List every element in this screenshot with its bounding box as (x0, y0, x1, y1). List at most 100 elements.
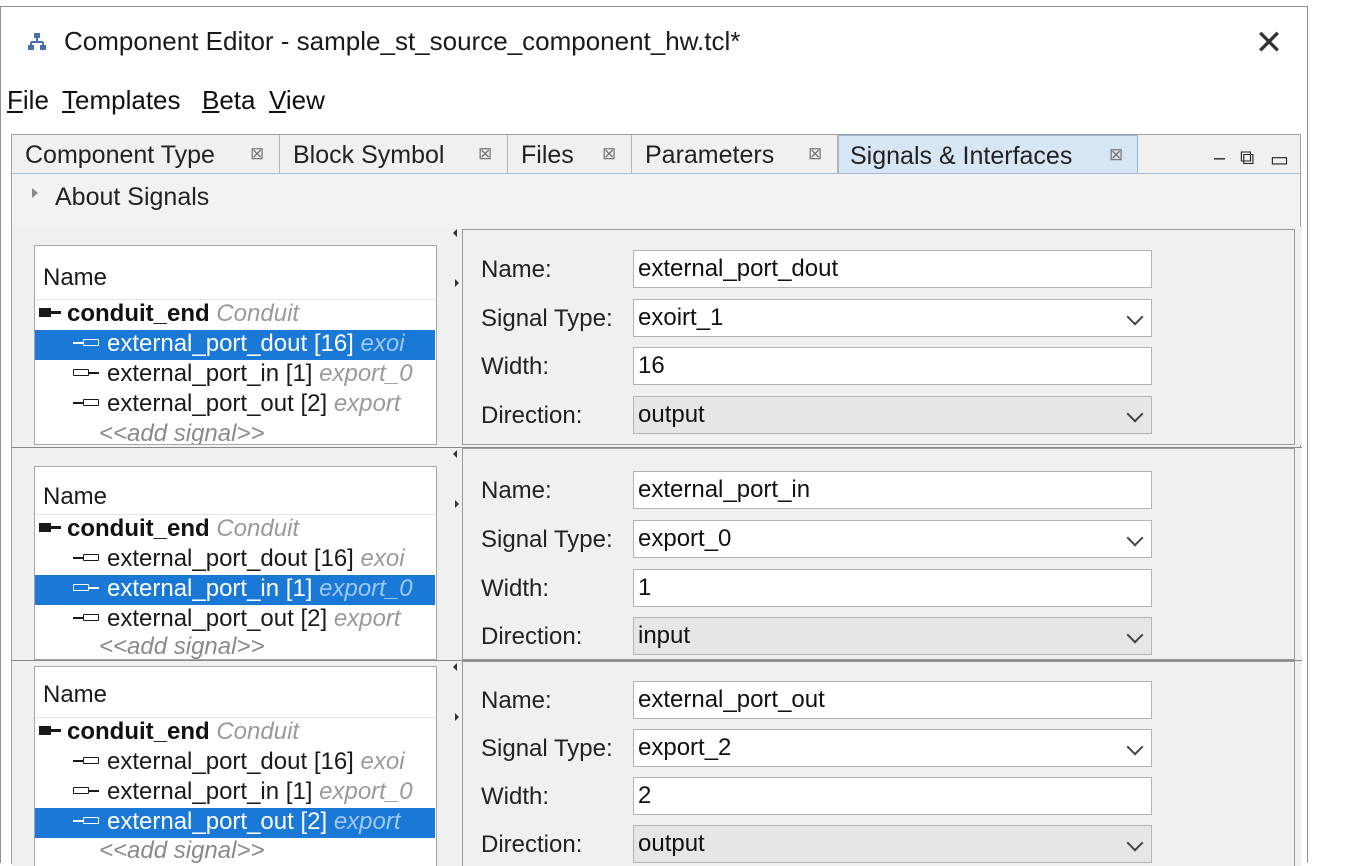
tab-close-icon[interactable]: ⊠ (808, 144, 823, 163)
menu-templates[interactable]: Templates (62, 85, 181, 115)
signal-properties: Name: external_port_in Signal Type: expo… (462, 448, 1295, 660)
column-header-name: Name (43, 264, 108, 291)
chevron-down-icon[interactable] (1126, 405, 1144, 423)
input-port-icon (73, 785, 101, 797)
signals-panel: Name conduit_end Conduit external_port_d… (12, 447, 1302, 660)
signal-properties: Name: external_port_out Signal Type: exp… (462, 661, 1295, 866)
header-divider (35, 717, 436, 718)
tab-close-icon[interactable]: ⊠ (250, 144, 265, 163)
signal-row[interactable]: external_port_out [2] export (35, 390, 435, 420)
minimize-view-icon[interactable]: – (1214, 147, 1226, 169)
output-port-icon (73, 337, 101, 349)
splitter-handle[interactable] (452, 448, 459, 660)
direction-combo[interactable]: input (633, 617, 1152, 655)
signal-tree: Name conduit_end Conduit external_port_d… (34, 666, 437, 866)
name-field[interactable]: external_port_in (633, 471, 1152, 509)
chevron-down-icon[interactable] (1126, 308, 1144, 326)
tab-component-type[interactable]: Component Type ⊠ (12, 135, 280, 173)
signal-row[interactable]: external_port_in [1] export_0 (35, 575, 435, 605)
signals-panel: Name conduit_end Conduit external_port_d… (12, 660, 1302, 866)
signal-properties: Name: external_port_dout Signal Type: ex… (462, 229, 1295, 445)
tab-block-symbol[interactable]: Block Symbol ⊠ (280, 135, 508, 173)
tab-close-icon[interactable]: ⊠ (602, 144, 617, 163)
about-signals-label: About Signals (55, 183, 210, 211)
signal-tree: Name conduit_end Conduit external_port_d… (34, 466, 437, 660)
close-icon[interactable]: ✕ (1254, 24, 1284, 62)
direction-label: Direction: (481, 402, 583, 429)
signal-type-combo[interactable]: export_2 (633, 729, 1152, 767)
input-port-icon (73, 367, 101, 379)
signal-row[interactable]: external_port_in [1] export_0 (35, 778, 435, 808)
title-bar: Component Editor - sample_st_source_comp… (1, 7, 1307, 77)
menu-view[interactable]: View (269, 85, 325, 115)
interface-icon (39, 522, 61, 534)
chevron-down-icon[interactable] (1126, 529, 1144, 547)
splitter-handle[interactable] (452, 661, 459, 866)
name-label: Name: (481, 687, 552, 714)
detach-view-icon[interactable]: ⧉ (1240, 147, 1255, 169)
interface-row[interactable]: conduit_end Conduit (35, 300, 435, 330)
interface-row[interactable]: conduit_end Conduit (35, 515, 435, 545)
output-port-icon (73, 612, 101, 624)
interface-row[interactable]: conduit_end Conduit (35, 718, 435, 748)
signal-row[interactable]: external_port_in [1] export_0 (35, 360, 435, 390)
column-header-name: Name (43, 483, 108, 510)
width-label: Width: (481, 783, 550, 810)
header-divider (35, 514, 436, 515)
expand-arrow-icon[interactable] (32, 188, 38, 198)
tab-bar: Component Type ⊠ Block Symbol ⊠ Files ⊠ … (12, 135, 1300, 174)
signal-type-combo[interactable]: exoirt_1 (633, 299, 1152, 337)
tab-parameters[interactable]: Parameters ⊠ (632, 135, 838, 173)
name-field[interactable]: external_port_dout (633, 250, 1152, 288)
direction-label: Direction: (481, 623, 583, 650)
direction-combo[interactable]: output (633, 825, 1152, 863)
signal-type-label: Signal Type: (481, 735, 613, 762)
splitter-handle[interactable] (452, 227, 459, 445)
tab-close-icon[interactable]: ⊠ (1109, 145, 1124, 164)
add-signal-row[interactable]: <<add signal>> (99, 633, 265, 660)
interface-icon (39, 307, 61, 319)
name-label: Name: (481, 477, 552, 504)
maximize-view-icon[interactable]: ▭ (1270, 149, 1289, 171)
tab-close-icon[interactable]: ⊠ (478, 144, 493, 163)
chevron-down-icon[interactable] (1126, 834, 1144, 852)
direction-combo[interactable]: output (633, 396, 1152, 434)
interface-icon (39, 725, 61, 737)
signal-row[interactable]: external_port_out [2] export (35, 808, 435, 838)
tab-files[interactable]: Files ⊠ (508, 135, 632, 173)
name-field[interactable]: external_port_out (633, 681, 1152, 719)
header-divider (35, 299, 436, 300)
input-port-icon (73, 582, 101, 594)
signals-panel: Name conduit_end Conduit external_port_d… (12, 227, 1302, 445)
add-signal-row[interactable]: <<add signal>> (99, 420, 265, 445)
signal-row[interactable]: external_port_out [2] export (35, 605, 435, 635)
editor-area: Component Type ⊠ Block Symbol ⊠ Files ⊠ … (11, 134, 1302, 866)
component-tree-icon (28, 33, 46, 50)
signal-type-combo[interactable]: export_0 (633, 520, 1152, 558)
width-label: Width: (481, 353, 550, 380)
output-port-icon (73, 755, 101, 767)
signal-type-label: Signal Type: (481, 526, 613, 553)
width-field[interactable]: 2 (633, 777, 1152, 815)
component-editor-window: Component Editor - sample_st_source_comp… (0, 6, 1308, 866)
menu-file[interactable]: File (7, 85, 49, 115)
width-field[interactable]: 1 (633, 569, 1152, 607)
direction-label: Direction: (481, 831, 583, 858)
add-signal-row[interactable]: <<add signal>> (99, 837, 265, 864)
output-port-icon (73, 397, 101, 409)
name-label: Name: (481, 256, 552, 283)
window-title: Component Editor - sample_st_source_comp… (64, 26, 741, 56)
chevron-down-icon[interactable] (1126, 626, 1144, 644)
width-field[interactable]: 16 (633, 347, 1152, 385)
tab-signals-interfaces[interactable]: Signals & Interfaces ⊠ (838, 135, 1138, 173)
signal-row[interactable]: external_port_dout [16] exoi (35, 545, 435, 575)
output-port-icon (73, 552, 101, 564)
about-signals-section[interactable]: About Signals (12, 174, 1300, 220)
signal-row[interactable]: external_port_dout [16] exoi (35, 330, 435, 360)
chevron-down-icon[interactable] (1126, 738, 1144, 756)
signal-tree: Name conduit_end Conduit external_port_d… (34, 245, 437, 445)
menu-beta[interactable]: Beta (202, 85, 256, 115)
signal-row[interactable]: external_port_dout [16] exoi (35, 748, 435, 778)
signal-type-label: Signal Type: (481, 305, 613, 332)
output-port-icon (73, 815, 101, 827)
